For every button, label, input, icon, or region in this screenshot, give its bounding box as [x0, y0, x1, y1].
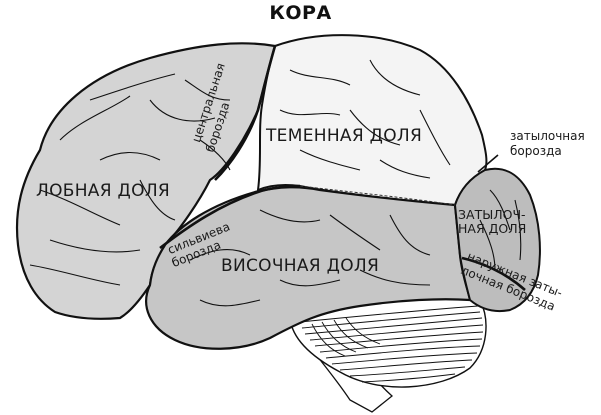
- parietal-lobe: [256, 34, 488, 207]
- occipital-lobe-label-line2: НАЯ ДОЛЯ: [458, 221, 527, 236]
- occipital-sulcus-label-line1: затылочная: [510, 129, 585, 143]
- occipital-pointer: [477, 154, 499, 173]
- diagram-title: КОРА: [269, 2, 332, 24]
- temporal-lobe-label: ВИСОЧНАЯ ДОЛЯ: [221, 256, 380, 276]
- frontal-lobe-label: ЛОБНАЯ ДОЛЯ: [36, 181, 171, 201]
- occipital-sulcus-label-line2: борозда: [510, 144, 562, 158]
- parietal-lobe-label: ТЕМЕННАЯ ДОЛЯ: [266, 126, 423, 146]
- gyri-lines: [29, 59, 522, 307]
- sylvian-fissure-line: [159, 184, 301, 250]
- central-sulcus-line: [214, 45, 277, 181]
- cerebellum: [289, 295, 487, 388]
- occipital-lobe-label-line1: ЗАТЫЛОЧ-: [458, 207, 526, 222]
- lateral-occipital-sulcus-line: [461, 256, 526, 291]
- occipital-lobe: [453, 167, 541, 313]
